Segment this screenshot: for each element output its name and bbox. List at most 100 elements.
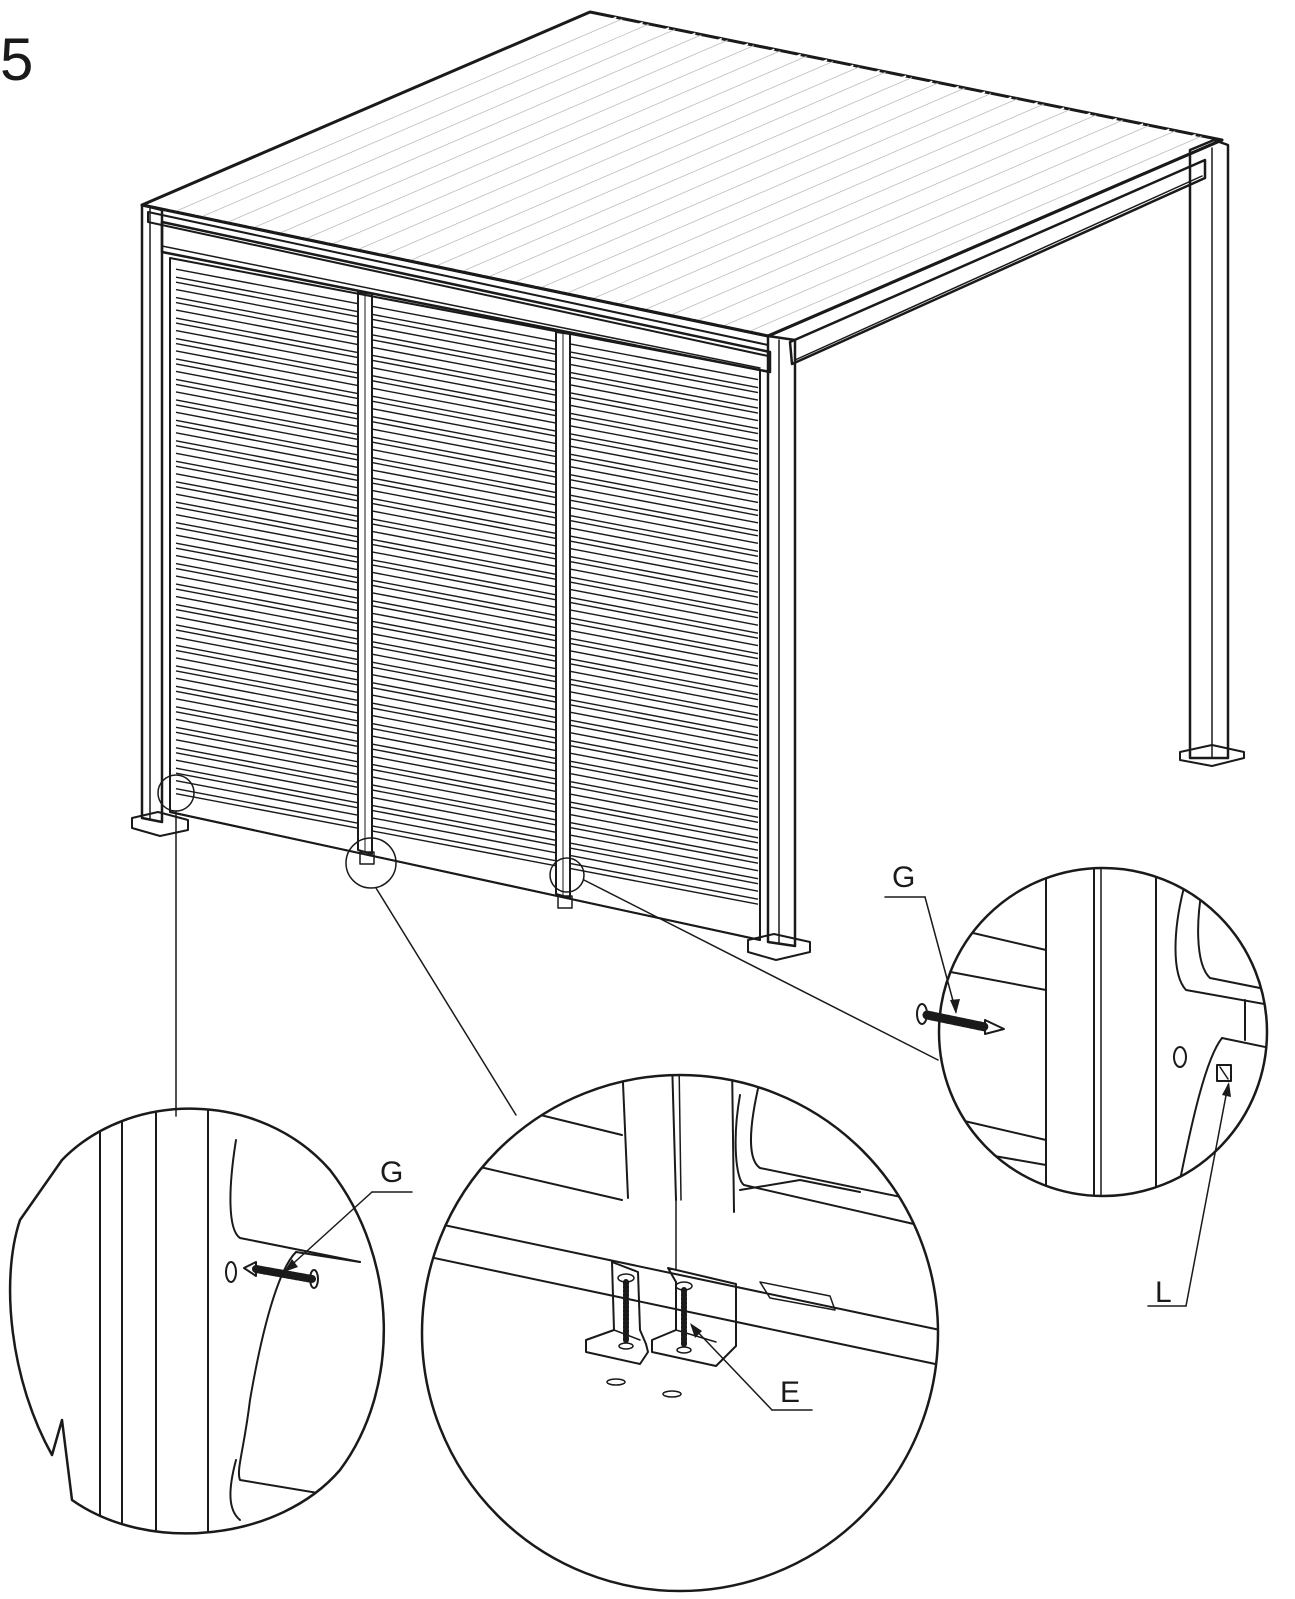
wall-louver-blade (175, 575, 359, 625)
roof-slat-line (246, 32, 696, 228)
roof-slat-line (532, 91, 986, 288)
roof-slat-line (402, 64, 854, 261)
wall-mullion (357, 291, 373, 855)
wall-louver-blade (569, 732, 759, 783)
roof-slat-line (689, 123, 1144, 321)
wall-louver-blade (371, 612, 557, 662)
roof-slat-line (324, 48, 775, 244)
wall-louver-blade (569, 834, 759, 885)
wall-louver-blade (569, 670, 759, 721)
detail-left (8, 1107, 386, 1535)
wall-louver-blade (569, 854, 759, 905)
wall-louver-blade (175, 473, 359, 522)
wall-louver-blade (569, 527, 759, 578)
wall-louver-blade (175, 268, 359, 318)
roof-slat-line (559, 96, 1012, 294)
wall-louver-blade (371, 407, 557, 458)
roof-slat-line (715, 128, 1170, 326)
wall-louver-blade (569, 425, 759, 476)
wall-louver-blade (371, 530, 557, 581)
wall-louver-blade (371, 571, 557, 621)
detail-locator-left (157, 774, 195, 812)
roof-slat-line (741, 133, 1196, 332)
roof-slat-highlight (252, 34, 702, 229)
back-right-post (1179, 138, 1245, 767)
roof-slat-highlight (565, 98, 1018, 295)
step-number: 5 (0, 26, 33, 93)
wall-louver-blade (371, 326, 557, 376)
wall-louver-blade (569, 466, 759, 517)
front-right-post (747, 334, 811, 961)
roof-slat-highlight (591, 103, 1044, 300)
roof-slat-highlight (330, 50, 781, 246)
self-tapping-screw-g-left (243, 1261, 319, 1289)
roof-slat-highlight (539, 93, 992, 289)
wall-louver-blade (175, 391, 359, 441)
wall-louver-blade (175, 636, 359, 686)
wall-louver-blade (569, 609, 759, 660)
wall-mullion (555, 331, 571, 899)
wall-louver-blade (569, 650, 759, 701)
wall-louver-blade (371, 714, 557, 765)
wall-louver-blade (371, 551, 557, 601)
wall-louver-blade (175, 513, 359, 563)
roof-slat-highlight (721, 130, 1176, 327)
wall-louver-blade (175, 534, 359, 584)
callout-label-g-right: G (892, 861, 915, 894)
roof-slats (167, 16, 1202, 333)
roof-slat-highlight (643, 114, 1097, 311)
wall-louver-blade (569, 813, 759, 864)
wall-louver-blade (175, 739, 359, 788)
roof-slat-highlight (173, 18, 623, 213)
wall-louver-blade (569, 363, 759, 414)
roof-slat-line (428, 69, 880, 266)
roof-slat-line (637, 112, 1091, 310)
roof-slat-line (350, 53, 801, 250)
wall-louver-blade (371, 592, 557, 642)
roof-slat-highlight (200, 23, 649, 218)
roof-slat-line (193, 21, 643, 217)
roof-slat-line (480, 80, 933, 277)
wall-louver-blade (371, 694, 557, 744)
callout-label-g-left: G (380, 1156, 403, 1189)
self-tapping-screw-g (916, 1003, 1005, 1035)
wall-louver-blade (371, 367, 557, 417)
roof-slat-highlight (434, 71, 886, 267)
roof-slat-line (167, 16, 617, 212)
wall-louver-blade (569, 752, 759, 803)
roof-slat-highlight (695, 125, 1150, 322)
roof-slat-line (298, 43, 749, 239)
wall-louver-blade (175, 779, 359, 829)
wall-louver-blade (371, 817, 557, 867)
bracket-e-left (585, 1261, 649, 1365)
wall-louver-blade (175, 677, 359, 727)
wall-louver-blade (175, 718, 359, 768)
wall-louver-blade (569, 343, 759, 394)
roof-slat-line (663, 117, 1117, 315)
wall-louver-blade (569, 445, 759, 496)
roof-slat-line (454, 75, 907, 272)
wall-louver-blade (569, 793, 759, 844)
roof-slat-highlight (513, 87, 965, 284)
wall-louver-blade (569, 691, 759, 742)
wall-louver-blade (371, 776, 557, 826)
wall-louver-blade (569, 711, 759, 762)
roof-slat-highlight (617, 109, 1071, 306)
roof-slat-highlight (460, 77, 913, 273)
roof-slat-highlight (226, 29, 676, 224)
wall-louver-blade (175, 288, 359, 338)
wall-louver-blade (371, 653, 557, 703)
detail-right (916, 866, 1269, 1198)
wall-louver-blade (371, 510, 557, 560)
wall-louver-blade (175, 411, 359, 461)
detail-locator-middle (345, 837, 397, 889)
part-l-clip (1216, 1064, 1232, 1082)
roof-slat-highlight (356, 55, 807, 251)
wall-louver-blade (175, 616, 359, 666)
wall-louver-blade (371, 469, 557, 519)
wall-louver-blade (371, 755, 557, 806)
wall-louver-blade (569, 506, 759, 558)
wall-louver-blade (175, 329, 359, 379)
